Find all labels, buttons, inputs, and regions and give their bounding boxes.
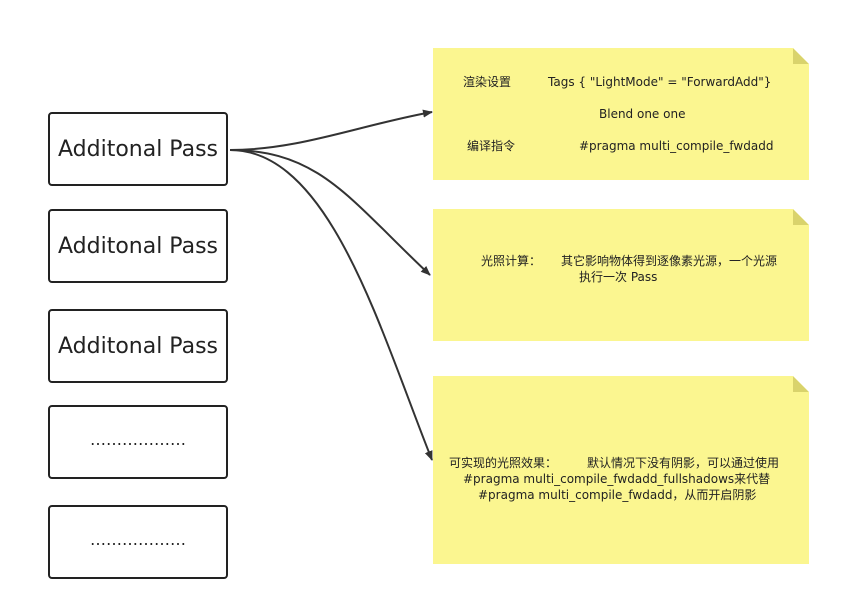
- note-lighting-label: 光照计算：: [481, 254, 542, 268]
- arrow-to-render-settings: [229, 109, 433, 151]
- note-render-settings: 渲染设置 Tags { "LightMode" = "ForwardAdd"} …: [433, 48, 809, 180]
- note-render-label: 渲染设置: [463, 75, 512, 89]
- pass-box-label: Additonal Pass: [57, 136, 218, 162]
- pass-box-label: Additonal Pass: [57, 233, 218, 259]
- arrow-to-lighting-effects: [229, 149, 433, 461]
- note-effects-line1: 默认情况下没有阴影，可以通过使用: [587, 456, 780, 470]
- note-effects-line3: #pragma multi_compile_fwdadd，从而开启阴影: [478, 488, 757, 502]
- pass-box-2: Additonal Pass: [48, 209, 228, 283]
- pass-box-3: Additonal Pass: [48, 309, 228, 383]
- note-lighting-line1: 其它影响物体得到逐像素光源，一个光源: [561, 254, 778, 268]
- arrow-to-lighting-calc: [229, 149, 431, 276]
- note-pragma-text: #pragma multi_compile_fwdadd: [579, 139, 774, 153]
- pass-box-ellipsis-1: ………………: [48, 405, 228, 479]
- note-lighting-calc: 光照计算： 其它影响物体得到逐像素光源，一个光源 执行一次 Pass: [433, 209, 809, 341]
- pass-box-label: Additonal Pass: [57, 333, 218, 359]
- pass-box-label: ………………: [90, 529, 186, 549]
- note-effects-label: 可实现的光照效果：: [449, 456, 558, 470]
- note-lighting-effects: 可实现的光照效果： 默认情况下没有阴影，可以通过使用 #pragma multi…: [433, 376, 809, 564]
- note-lighting-line2: 执行一次 Pass: [579, 270, 658, 284]
- note-blend-text: Blend one one: [599, 107, 686, 121]
- pass-box-ellipsis-2: ………………: [48, 505, 228, 579]
- note-tags-text: Tags { "LightMode" = "ForwardAdd"}: [548, 75, 772, 89]
- pass-box-label: ………………: [90, 429, 186, 449]
- pass-box-1: Additonal Pass: [48, 112, 228, 186]
- note-compile-label: 编译指令: [467, 139, 516, 153]
- note-effects-line2: #pragma multi_compile_fwdadd_fullshadows…: [463, 472, 771, 486]
